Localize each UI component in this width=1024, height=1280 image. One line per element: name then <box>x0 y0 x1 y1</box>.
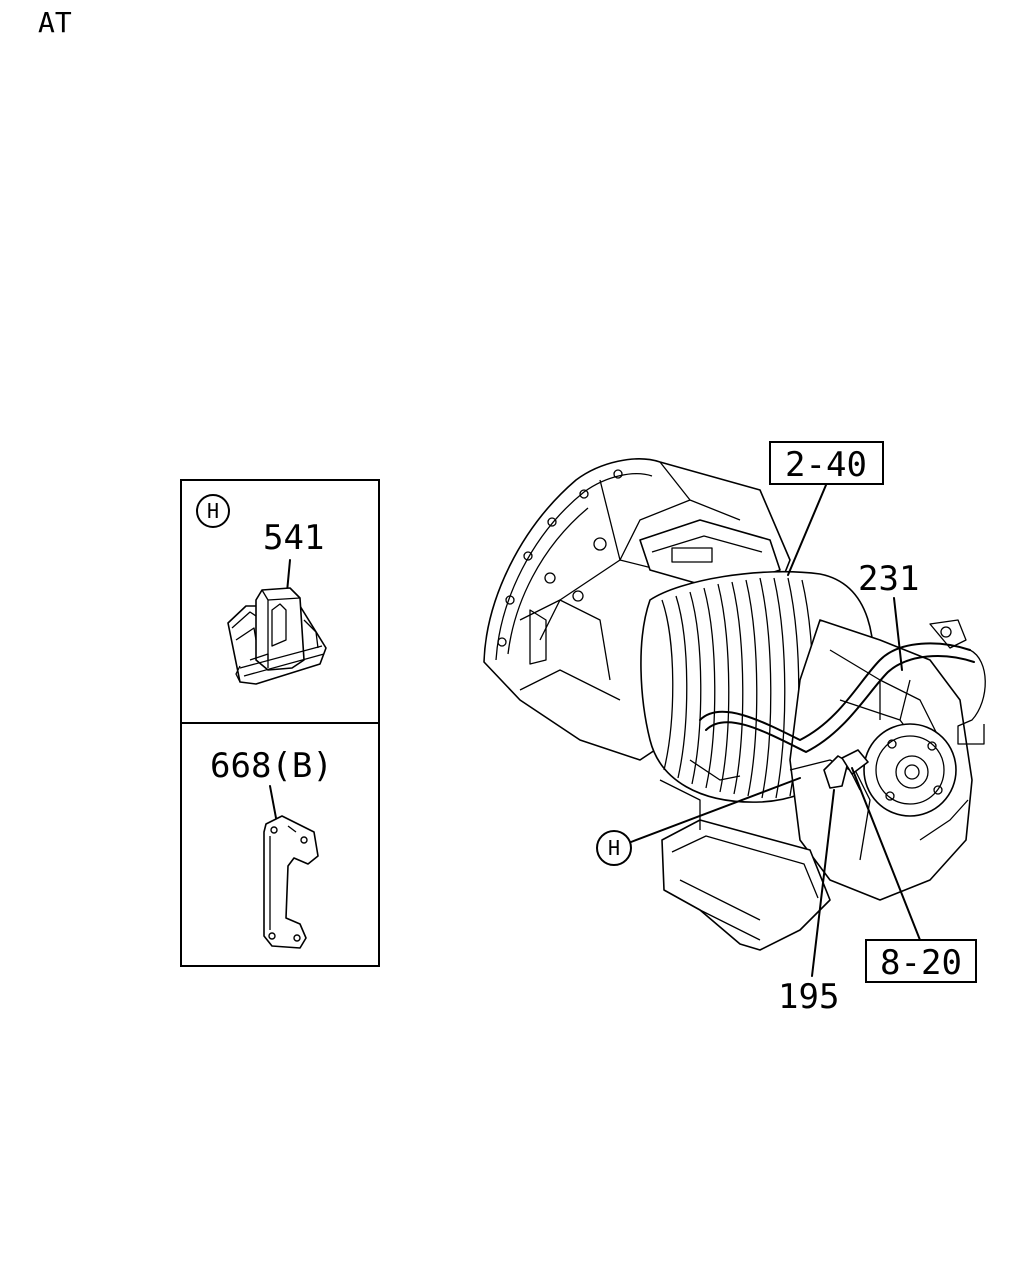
part-541-drawing <box>227 587 327 685</box>
harness-lines <box>699 642 971 741</box>
ref-2-40-leader <box>787 484 827 576</box>
flange-bolts <box>497 469 623 647</box>
part-541-leader <box>286 559 291 593</box>
part-541-label: 541 <box>263 518 324 558</box>
ref-8-20-label: 8-20 <box>880 943 962 983</box>
ref-2-40-box <box>769 441 884 485</box>
part-231-leader <box>893 597 903 671</box>
ref-8-20-box <box>865 939 977 983</box>
part-195-leader <box>811 789 835 977</box>
main-marker-leader <box>630 777 801 843</box>
transmission-assembly <box>483 458 986 951</box>
page-title: AT <box>38 6 72 39</box>
detail-marker-h: H <box>196 494 230 528</box>
output-flange <box>863 723 957 817</box>
oil-pan <box>661 819 831 951</box>
part-231-label: 231 <box>858 559 919 599</box>
detail-marker-label: H <box>207 499 219 523</box>
main-marker-label: H <box>608 836 620 860</box>
ref-8-20-leader <box>851 767 921 941</box>
ref-2-40-label: 2-40 <box>785 445 867 485</box>
part-668b-drawing <box>263 815 319 949</box>
part-195-label: 195 <box>778 977 839 1017</box>
part-668b-leader <box>269 785 277 819</box>
part-668b-label: 668(B) <box>210 746 333 786</box>
main-marker-h: H <box>596 830 632 866</box>
detail-panel: H 541 668(B) <box>180 479 380 967</box>
